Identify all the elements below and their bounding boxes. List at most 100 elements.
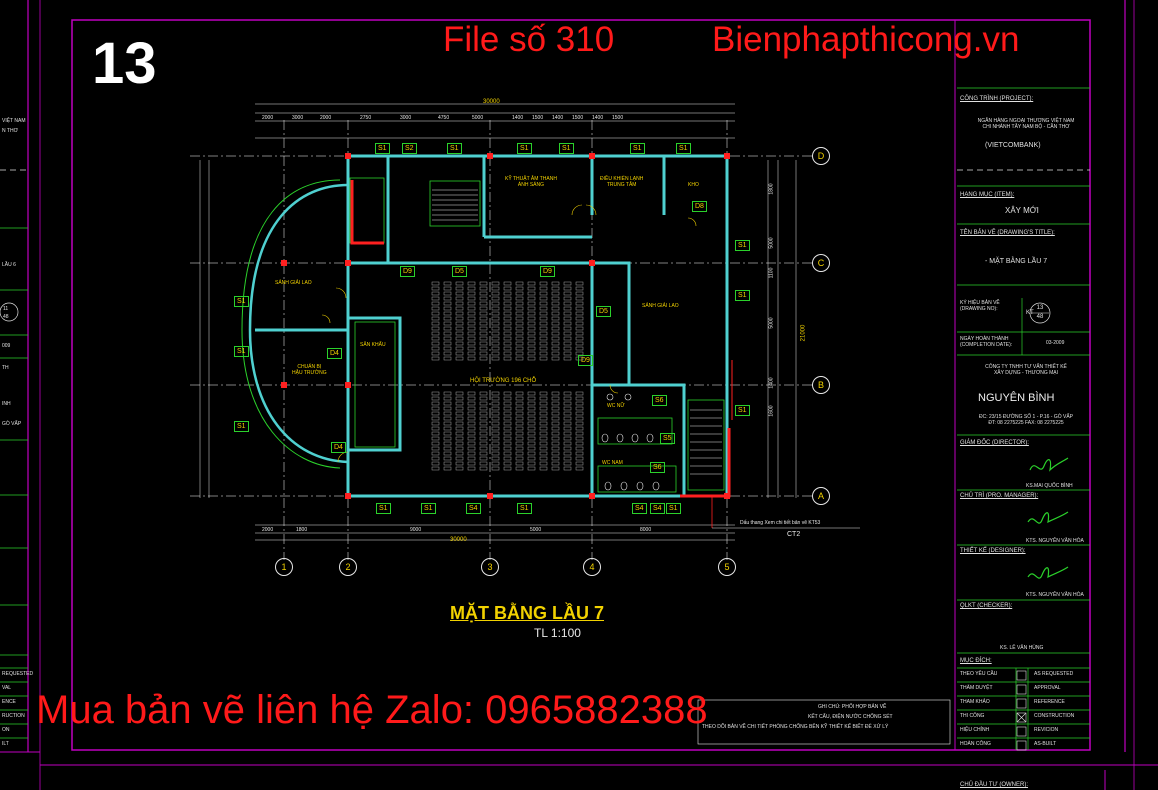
seat bbox=[539, 421, 548, 426]
seat bbox=[443, 396, 452, 401]
seat bbox=[575, 296, 584, 301]
interior-lines bbox=[349, 177, 725, 493]
seat bbox=[539, 411, 548, 416]
project-label: CÔNG TRÌNH (PROJECT): bbox=[960, 96, 1034, 102]
dim-label: 1400 bbox=[552, 115, 564, 121]
room-wc-female: WC NỮ bbox=[607, 403, 625, 409]
seat bbox=[551, 466, 560, 471]
seat bbox=[479, 416, 488, 421]
room-lobby-left: SẢNH GIẢI LAO bbox=[275, 280, 312, 286]
seat bbox=[491, 351, 500, 356]
seat bbox=[467, 291, 476, 296]
seat bbox=[443, 406, 452, 411]
room-stage: SÂN KHẤU bbox=[360, 342, 386, 348]
seat bbox=[431, 331, 440, 336]
seat bbox=[551, 331, 560, 336]
seat bbox=[467, 301, 476, 306]
seat bbox=[467, 391, 476, 396]
seat bbox=[575, 291, 584, 296]
seat bbox=[563, 421, 572, 426]
grid-bubble-row: D bbox=[812, 147, 830, 165]
seat bbox=[527, 356, 536, 361]
seat bbox=[563, 451, 572, 456]
seat bbox=[467, 411, 476, 416]
door-tag: S4 bbox=[466, 503, 481, 514]
seat bbox=[563, 296, 572, 301]
seat bbox=[467, 296, 476, 301]
left-purpose: RUCTION bbox=[2, 713, 25, 719]
seat bbox=[527, 296, 536, 301]
door-tag: S5 bbox=[660, 433, 675, 444]
director-name: KS.MAI QUỐC BÌNH bbox=[1026, 483, 1073, 489]
seat bbox=[575, 356, 584, 361]
seat bbox=[527, 291, 536, 296]
grid-lines bbox=[190, 120, 812, 560]
seat bbox=[575, 336, 584, 341]
seat bbox=[431, 436, 440, 441]
seat bbox=[575, 441, 584, 446]
seat bbox=[431, 291, 440, 296]
dim-label: 5000 bbox=[472, 115, 484, 121]
seat bbox=[575, 286, 584, 291]
seat bbox=[503, 301, 512, 306]
left-fragment: INH bbox=[2, 401, 11, 407]
purpose-en: AS REQUESTED bbox=[1034, 671, 1074, 677]
seat bbox=[443, 301, 452, 306]
seat bbox=[431, 451, 440, 456]
seat bbox=[443, 281, 452, 286]
sheet-total: 48 bbox=[1036, 314, 1044, 320]
door-tag: S1 bbox=[375, 143, 390, 154]
seat bbox=[539, 416, 548, 421]
door-tag: D9 bbox=[400, 266, 415, 277]
seat bbox=[491, 286, 500, 291]
seat bbox=[491, 431, 500, 436]
seat bbox=[467, 466, 476, 471]
project-abbr: (VIETCOMBANK) bbox=[985, 142, 1041, 149]
seat bbox=[479, 311, 488, 316]
seat bbox=[455, 331, 464, 336]
seat bbox=[527, 351, 536, 356]
seat bbox=[563, 406, 572, 411]
door-tag: S1 bbox=[735, 290, 750, 301]
seat bbox=[491, 446, 500, 451]
seat bbox=[455, 326, 464, 331]
seat bbox=[515, 416, 524, 421]
seat bbox=[491, 411, 500, 416]
left-fragment: 009 bbox=[2, 343, 11, 349]
seat bbox=[515, 331, 524, 336]
seat bbox=[467, 456, 476, 461]
seat bbox=[515, 401, 524, 406]
seat bbox=[551, 406, 560, 411]
grid-bubble-row: C bbox=[812, 254, 830, 272]
seat bbox=[551, 341, 560, 346]
seat bbox=[455, 421, 464, 426]
seat bbox=[491, 451, 500, 456]
seat bbox=[563, 301, 572, 306]
seat bbox=[431, 311, 440, 316]
seat bbox=[575, 426, 584, 431]
seat bbox=[491, 356, 500, 361]
seat bbox=[527, 426, 536, 431]
seat bbox=[503, 286, 512, 291]
seat bbox=[443, 421, 452, 426]
door-tag: S2 bbox=[402, 143, 417, 154]
door-swings bbox=[321, 204, 697, 463]
room-storage: KHO bbox=[688, 182, 699, 188]
dim-label: 2000 bbox=[320, 115, 332, 121]
dim-label: 1500 bbox=[572, 115, 584, 121]
seat bbox=[443, 311, 452, 316]
seat bbox=[515, 351, 524, 356]
seat bbox=[527, 311, 536, 316]
seat bbox=[443, 461, 452, 466]
seat bbox=[431, 336, 440, 341]
purpose-en: REFERENCE bbox=[1034, 699, 1065, 705]
seat bbox=[539, 431, 548, 436]
seat bbox=[551, 321, 560, 326]
seat bbox=[575, 306, 584, 311]
seat bbox=[443, 416, 452, 421]
seat bbox=[431, 416, 440, 421]
seat bbox=[455, 396, 464, 401]
seat bbox=[551, 461, 560, 466]
page-number: 13 bbox=[92, 31, 157, 96]
seat bbox=[503, 456, 512, 461]
